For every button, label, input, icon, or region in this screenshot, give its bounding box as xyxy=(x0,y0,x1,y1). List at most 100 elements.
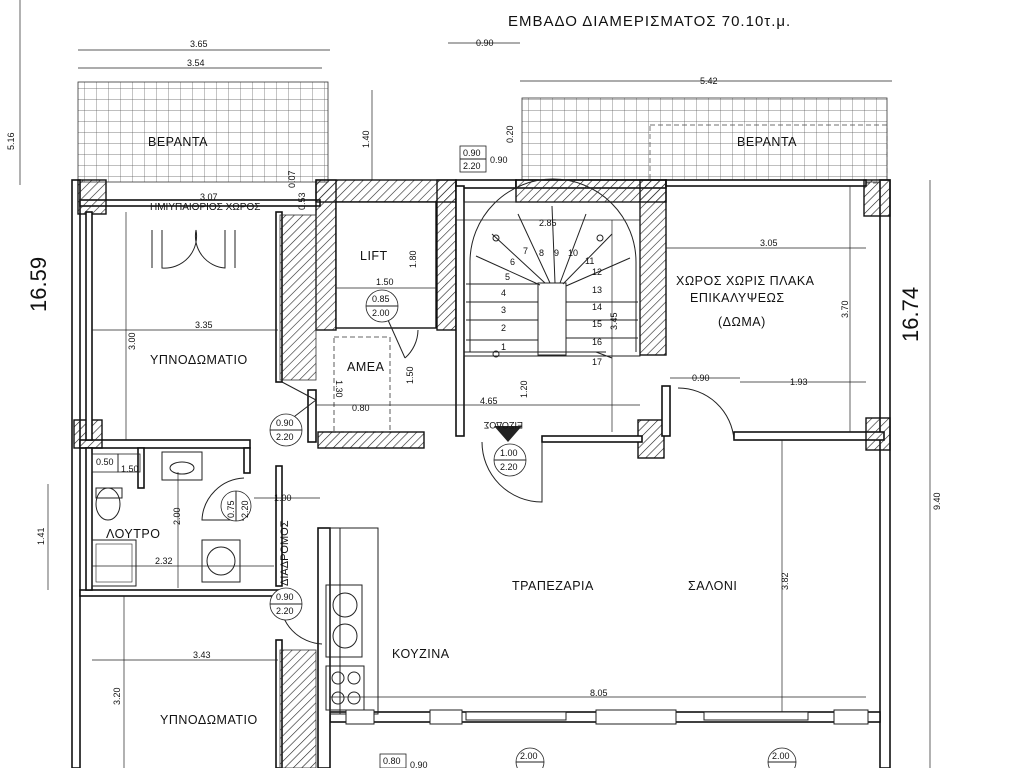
dining-label: ΤΡΑΠΕΖΑΡΙΑ xyxy=(512,579,594,593)
svg-text:1.00: 1.00 xyxy=(274,493,292,503)
lift-label: LIFT xyxy=(360,249,388,263)
door-tag: 0.90 2.20 xyxy=(269,587,303,621)
svg-text:0.80: 0.80 xyxy=(352,403,370,413)
svg-text:0.20: 0.20 xyxy=(505,125,515,143)
svg-text:1.41: 1.41 xyxy=(36,527,46,545)
svg-text:1: 1 xyxy=(501,342,506,352)
svg-text:3.07: 3.07 xyxy=(200,192,218,202)
svg-text:16: 16 xyxy=(592,337,602,347)
area-title: ΕΜΒΑΔΟ ΔΙΑΜΕΡΙΣΜΑΤΟΣ 70.10τ.μ. xyxy=(508,13,791,30)
svg-text:2.00: 2.00 xyxy=(520,751,538,761)
right-overall-dimension: 16.74 xyxy=(898,287,923,342)
svg-text:1.00: 1.00 xyxy=(500,448,518,458)
uncovered-line3: (ΔΩΜΑ) xyxy=(718,315,766,329)
door-tag: 0.90 2.20 0.90 xyxy=(459,145,508,173)
svg-text:2.00: 2.00 xyxy=(772,751,790,761)
svg-text:4.65: 4.65 xyxy=(480,396,498,406)
svg-text:2.20: 2.20 xyxy=(500,462,518,472)
bedroom-1-label: ΥΠΝΟΔΩΜΑΤΙΟ xyxy=(150,353,248,367)
svg-text:3.00: 3.00 xyxy=(127,332,137,350)
svg-text:2.00: 2.00 xyxy=(172,507,182,525)
svg-text:0.53: 0.53 xyxy=(297,192,307,210)
svg-text:3.35: 3.35 xyxy=(195,320,213,330)
left-overall-dimension: 16.59 xyxy=(26,257,51,312)
door-tag: 2.00 xyxy=(767,747,797,768)
svg-text:1.50: 1.50 xyxy=(121,464,139,474)
uncovered-line2: ΕΠΙΚΑΛΥΨΕΩΣ xyxy=(690,291,785,305)
svg-text:0.90: 0.90 xyxy=(276,418,294,428)
svg-text:9: 9 xyxy=(554,248,559,258)
svg-text:5: 5 xyxy=(505,272,510,282)
svg-text:13: 13 xyxy=(592,285,602,295)
svg-text:3.70: 3.70 xyxy=(840,300,850,318)
svg-text:12: 12 xyxy=(592,267,602,277)
svg-text:3.43: 3.43 xyxy=(193,650,211,660)
top-dimensions: 5.16 3.65 3.54 0.90 5.42 1.40 0.20 xyxy=(6,0,892,185)
svg-text:1.80: 1.80 xyxy=(408,250,418,268)
svg-text:0.50: 0.50 xyxy=(96,457,114,467)
svg-text:2.00: 2.00 xyxy=(372,308,390,318)
column xyxy=(77,179,107,215)
door-tag: 2.00 xyxy=(515,747,545,768)
veranda-right xyxy=(521,97,888,183)
svg-text:5.16: 5.16 xyxy=(6,132,16,150)
svg-text:0.90: 0.90 xyxy=(410,760,428,768)
door-tag: 0.80 0.90 xyxy=(379,753,428,768)
svg-text:2.20: 2.20 xyxy=(463,161,481,171)
svg-text:6: 6 xyxy=(510,257,515,267)
svg-text:3.05: 3.05 xyxy=(760,238,778,248)
svg-text:2.85: 2.85 xyxy=(539,218,557,228)
svg-text:1.40: 1.40 xyxy=(361,130,371,148)
svg-text:10: 10 xyxy=(568,248,578,258)
svg-text:0.07: 0.07 xyxy=(287,170,297,188)
svg-text:2.20: 2.20 xyxy=(240,500,250,518)
balcony-door xyxy=(151,229,236,269)
semi-outdoor-label: ΗΜΙΥΠΑΙΘΡΙΟΣ ΧΩΡΟΣ xyxy=(150,202,260,213)
column xyxy=(865,417,891,451)
column xyxy=(863,179,891,217)
svg-text:3.65: 3.65 xyxy=(190,39,208,49)
entrance-label: ΕΙΣΟΔΟΣ xyxy=(483,420,523,430)
svg-text:3: 3 xyxy=(501,305,506,315)
svg-text:11: 11 xyxy=(585,256,594,266)
living-label: ΣΑΛΟΝΙ xyxy=(688,579,737,593)
svg-text:17: 17 xyxy=(592,357,602,367)
svg-text:2.20: 2.20 xyxy=(276,432,294,442)
svg-text:5.42: 5.42 xyxy=(700,76,718,86)
svg-text:0.90: 0.90 xyxy=(463,148,481,158)
svg-text:0.85: 0.85 xyxy=(372,294,390,304)
bathroom-label: ΛΟΥΤΡΟ xyxy=(106,527,160,541)
svg-text:0.90: 0.90 xyxy=(692,373,710,383)
staircase: 1 2 3 4 5 6 7 8 9 10 11 12 13 14 15 16 1… xyxy=(463,178,641,367)
svg-text:1.20: 1.20 xyxy=(519,380,529,398)
uncovered-line1: ΧΩΡΟΣ ΧΩΡΙΣ ΠΛΑΚΑ xyxy=(676,274,815,288)
svg-text:2.32: 2.32 xyxy=(155,556,173,566)
svg-text:3.54: 3.54 xyxy=(187,58,205,68)
svg-text:2: 2 xyxy=(501,323,506,333)
amea-label: ΑΜΕΑ xyxy=(347,360,385,374)
svg-text:ΒΕΡΑΝΤΑ: ΒΕΡΑΝΤΑ xyxy=(737,135,797,149)
kitchen: ΚΟΥΖΙΝΑ xyxy=(325,527,450,715)
core: LIFT ΑΜΕΑ xyxy=(315,179,667,449)
bathroom: 0.50 1.50 ΛΟΥΤΡΟ 2.32 2.00 1.41 xyxy=(36,451,274,590)
svg-text:3.45: 3.45 xyxy=(609,312,619,330)
svg-text:1.50: 1.50 xyxy=(376,277,394,287)
svg-text:1.30: 1.30 xyxy=(334,380,344,398)
svg-text:7: 7 xyxy=(523,246,528,256)
svg-text:0.90: 0.90 xyxy=(476,38,494,48)
svg-text:2.20: 2.20 xyxy=(276,606,294,616)
door-tag: 1.00 2.20 xyxy=(493,443,527,477)
kitchen-label: ΚΟΥΖΙΝΑ xyxy=(392,647,450,661)
svg-text:1.50: 1.50 xyxy=(405,366,415,384)
entrance: ΕΙΣΟΔΟΣ xyxy=(481,420,543,503)
svg-text:8: 8 xyxy=(539,248,544,258)
svg-text:1.93: 1.93 xyxy=(790,377,808,387)
bedroom-2-label: ΥΠΝΟΔΩΜΑΤΙΟ xyxy=(160,713,258,727)
interior-walls xyxy=(85,211,671,768)
svg-text:0.80: 0.80 xyxy=(383,756,401,766)
svg-text:3.82: 3.82 xyxy=(780,572,790,590)
svg-text:15: 15 xyxy=(592,319,602,329)
veranda-left xyxy=(77,81,329,183)
svg-text:14: 14 xyxy=(592,302,602,312)
